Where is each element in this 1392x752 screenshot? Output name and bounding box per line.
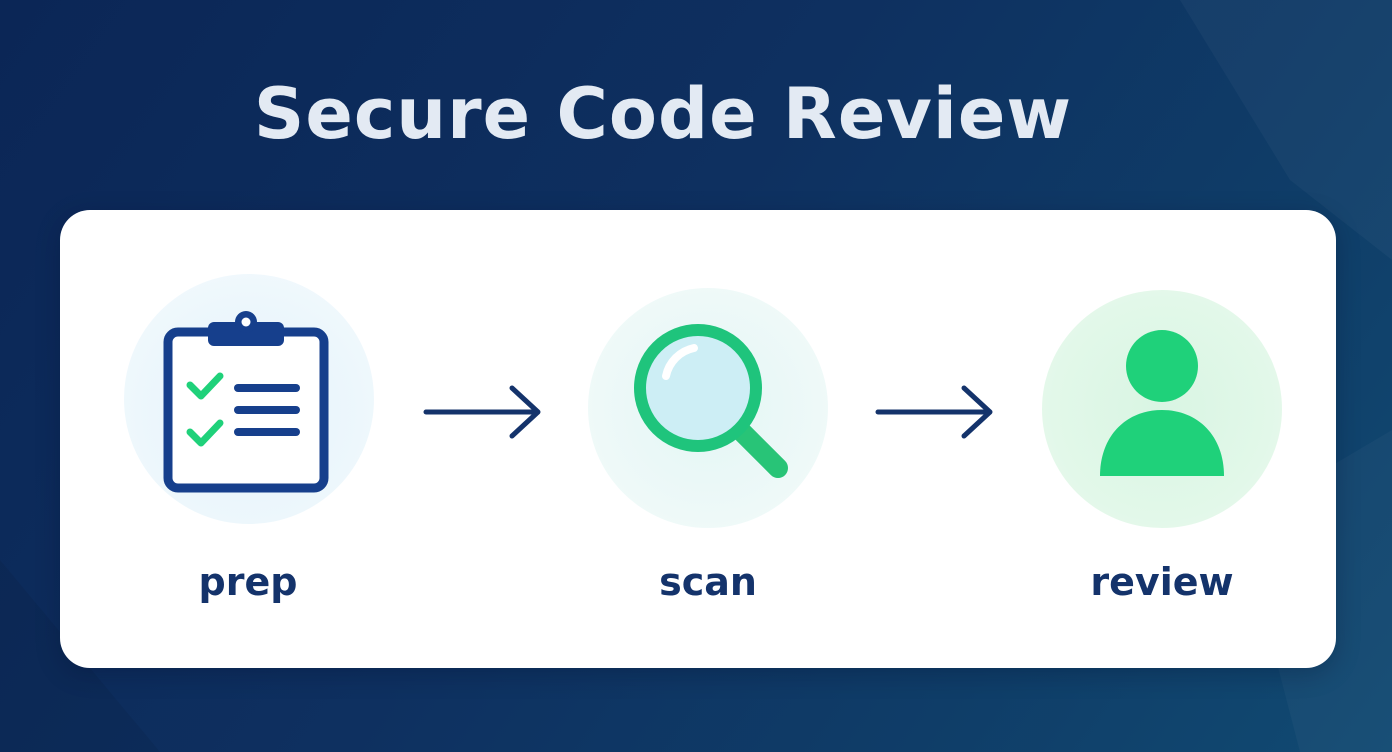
step-label-scan: scan	[659, 560, 757, 604]
magnifying-glass-icon	[634, 324, 788, 478]
process-card: prep scan review	[60, 210, 1336, 668]
step-label-prep: prep	[198, 560, 298, 604]
arrow-right-icon	[875, 385, 993, 439]
clipboard-checklist-icon	[163, 311, 329, 493]
arrow-right-icon	[423, 385, 541, 439]
user-icon	[1100, 330, 1224, 476]
page-title: Secure Code Review	[253, 73, 1073, 155]
step-label-review: review	[1090, 560, 1234, 604]
review-step-circle	[1042, 290, 1282, 528]
